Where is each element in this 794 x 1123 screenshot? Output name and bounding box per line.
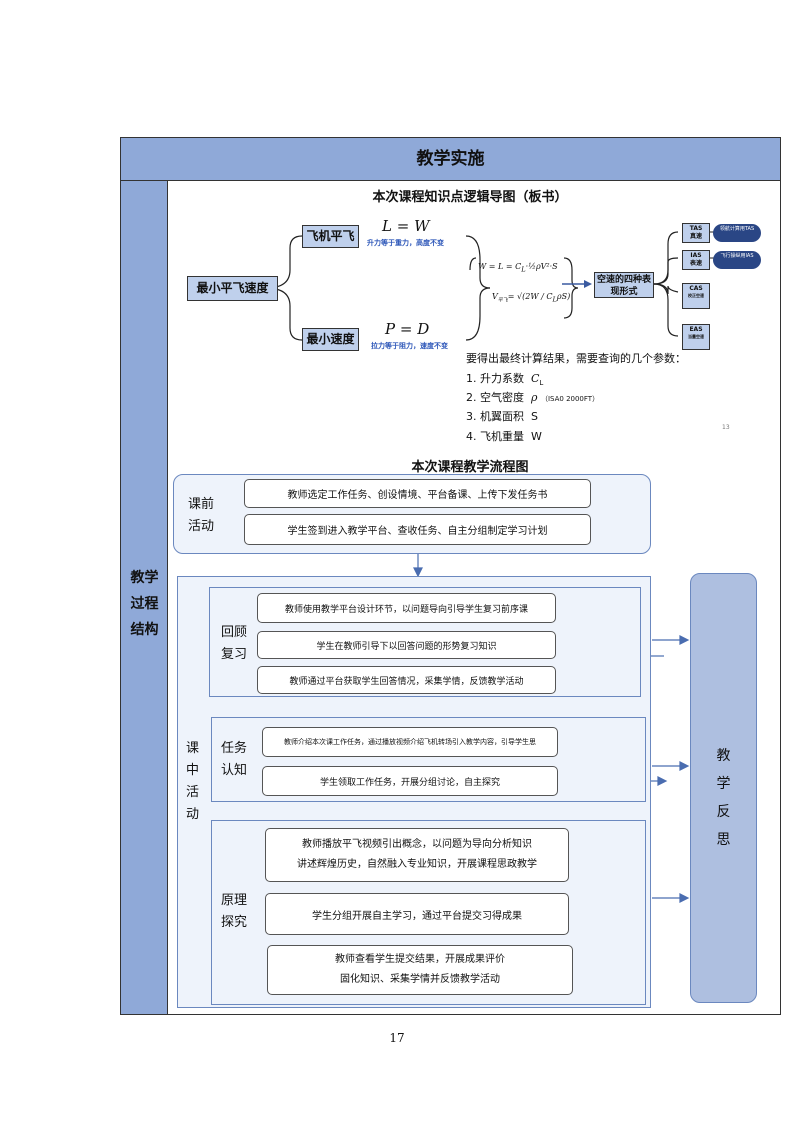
pre-class-step: 学生签到进入教学平台、查收任务、自主分组制定学习计划 — [244, 514, 591, 545]
task-label: 任务认知 — [221, 741, 248, 778]
param-item: 1. 升力系数 CL — [466, 372, 544, 388]
left-column-label: 教学 过程 结构 — [130, 570, 159, 638]
page-number: 17 — [389, 1031, 405, 1045]
root-node: 最小平飞速度 — [187, 276, 278, 301]
review-label: 回顾复习 — [221, 625, 248, 662]
review-step: 教师通过平台获取学生回答情况，采集学情，反馈教学活动 — [257, 666, 556, 694]
in-class-label: 课中活动 — [186, 741, 200, 822]
four-forms-node: 空速的四种表现形式 — [594, 272, 654, 298]
table-frame — [120, 137, 781, 1015]
principle-step: 教师查看学生提交结果，开展成果评价固化知识、采集学情并反馈教学活动 — [267, 945, 573, 995]
task-step: 教师介绍本次课工作任务，通过播放视频介绍飞机转场引入教学内容，引导学生思 — [262, 727, 558, 757]
formula-lift-weight: L = W — [382, 217, 430, 235]
review-step: 教师使用教学平台设计环节，以问题导向引导学生复习前序课 — [257, 593, 556, 623]
arrow-head-icon — [584, 280, 592, 288]
mindmap-title: 本次课程知识点逻辑导图（板书） — [372, 190, 568, 205]
principle-label: 原理探究 — [221, 893, 248, 930]
formula-lift-equation: W = L = CL·½ρV²·S — [478, 262, 558, 274]
principle-step: 教师播放平飞视频引出概念，以问题为导向分析知识讲述辉煌历史，自然融入专业知识，开… — [265, 828, 569, 882]
formula-level-speed: V平飞= √(2W / CLρS) — [492, 292, 571, 304]
reflection-panel — [690, 573, 757, 1003]
reflection-label: 教学反思 — [716, 748, 731, 848]
mindmap-connectors — [265, 231, 716, 341]
param-item: 3. 机翼面积 S — [466, 410, 538, 423]
param-item: 4. 飞机重量 W — [466, 430, 542, 443]
principle-step: 学生分组开展自主学习，通过平台提交习得成果 — [265, 893, 569, 935]
pill-ias-control: 飞行操纵用IAS — [713, 251, 761, 269]
page-title: 教学实施 — [416, 149, 485, 169]
branch-min-speed: 最小速度 — [302, 328, 359, 351]
note-thrust-drag: 拉力等于阻力，速度不变 — [371, 342, 448, 350]
left-column — [121, 181, 168, 1014]
side-number: 13 — [722, 424, 730, 431]
pill-tas-navigation: 领航计算用TAS — [713, 224, 761, 242]
branch-level-flight: 飞机平飞 — [302, 225, 359, 248]
review-step: 学生在教师引导下以回答问题的形势复习知识 — [257, 631, 556, 659]
header-bar — [121, 138, 780, 181]
note-lift-weight: 升力等于重力，高度不变 — [367, 239, 444, 247]
flow-title: 本次课程教学流程图 — [411, 460, 529, 475]
formula-thrust-drag: P = D — [385, 320, 430, 338]
pre-class-label: 课前活动 — [188, 497, 215, 534]
pre-class-step: 教师选定工作任务、创设情境、平台备课、上传下发任务书 — [244, 479, 591, 508]
params-intro: 要得出最终计算结果，需要查询的几个参数： — [466, 352, 686, 365]
task-step: 学生领取工作任务，开展分组讨论，自主探究 — [262, 766, 558, 796]
param-item: 2. 空气密度 ρ （ISA0 2000FT） — [466, 391, 600, 404]
